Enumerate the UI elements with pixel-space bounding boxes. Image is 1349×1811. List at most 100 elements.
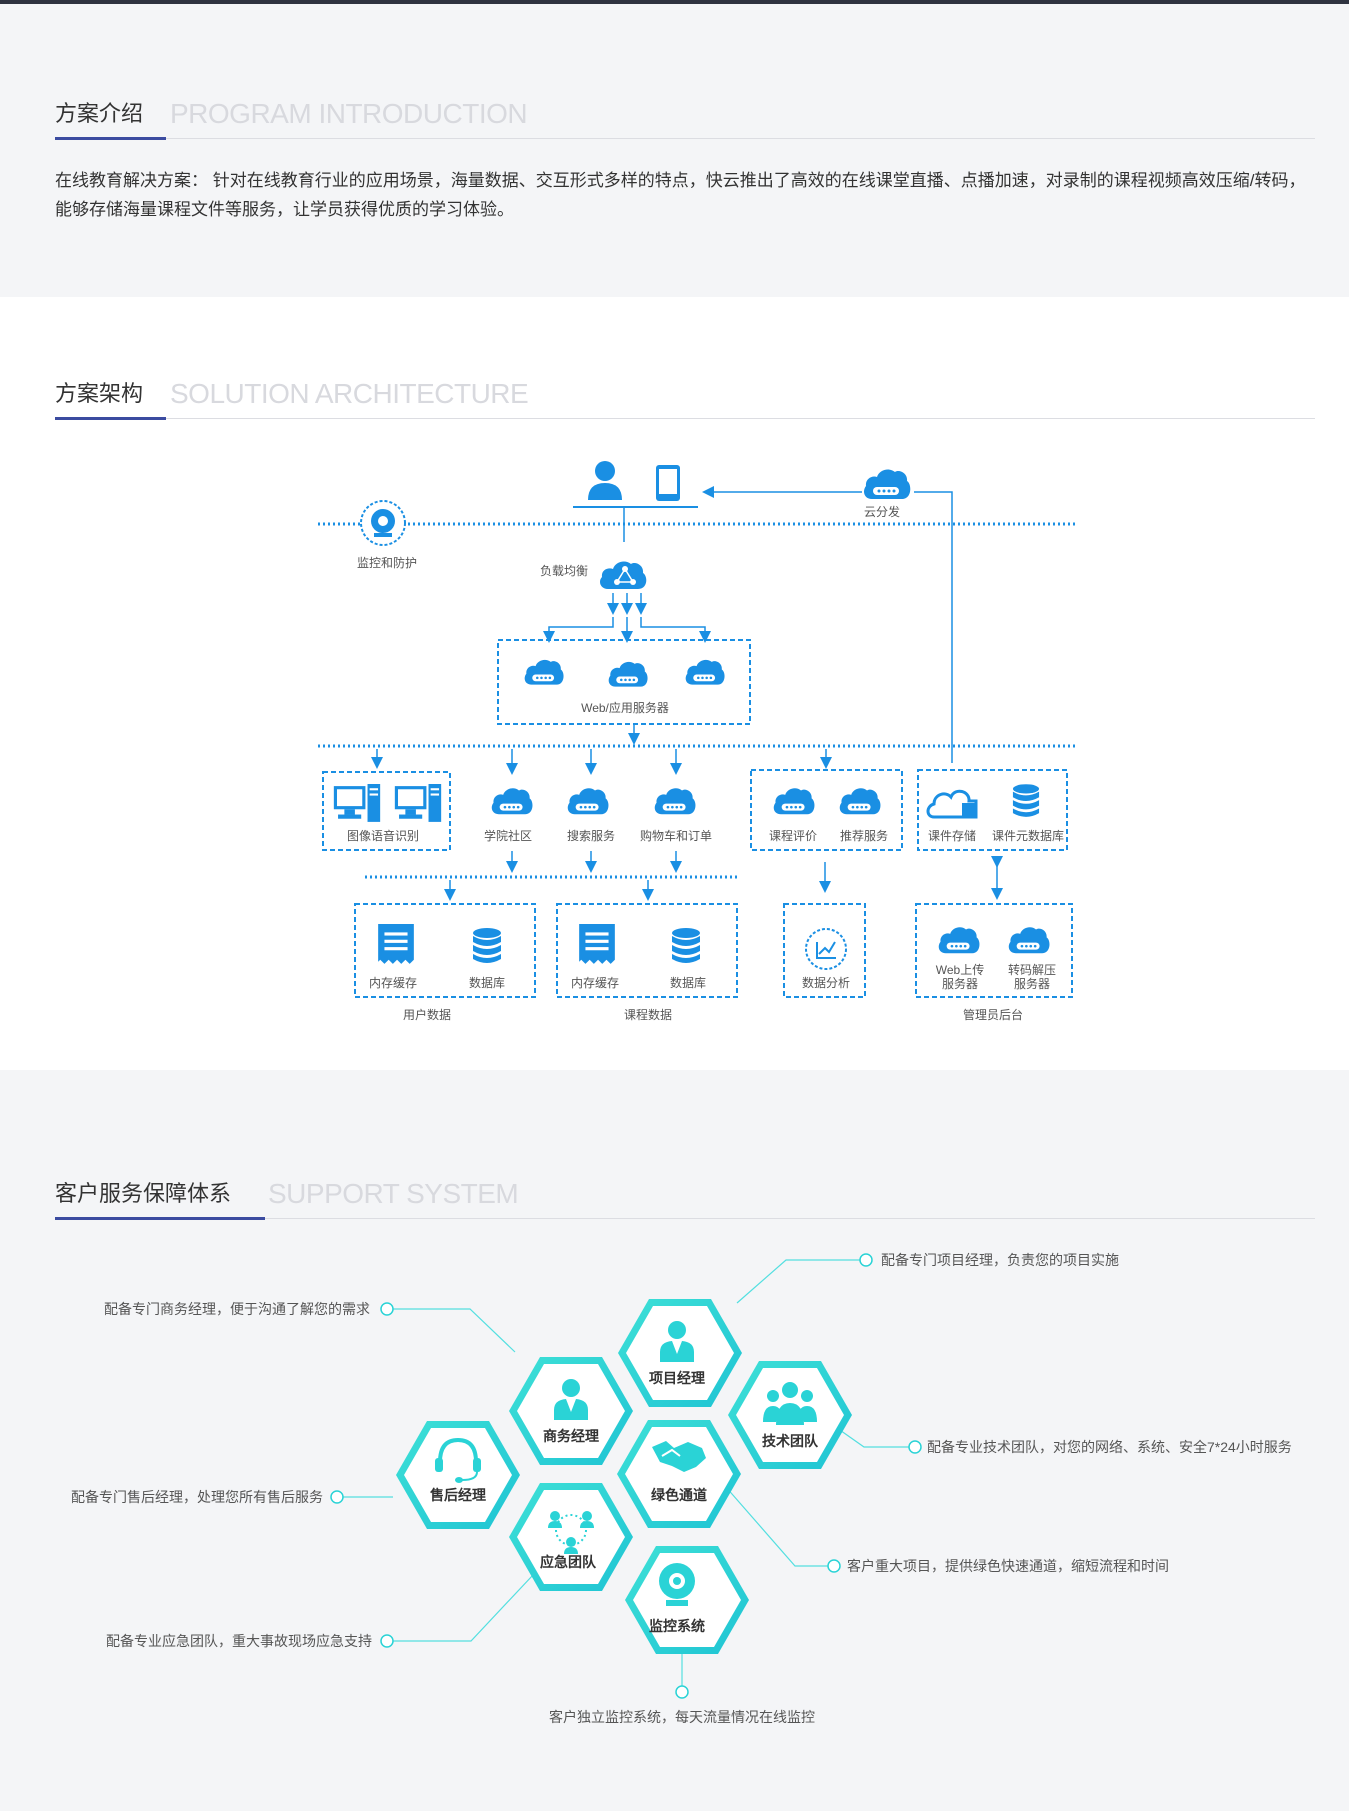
cart-cloud-icon bbox=[654, 788, 696, 815]
business-person-icon bbox=[554, 1379, 588, 1420]
search-cloud-icon bbox=[567, 788, 609, 815]
hex-monitor-system: 监控系统 bbox=[625, 1546, 749, 1654]
computer-icon bbox=[394, 784, 442, 822]
desc-business-manager: 配备专门商务经理，便于沟通了解您的需求 bbox=[104, 1301, 370, 1317]
web-server-icon bbox=[685, 659, 725, 685]
web-servers-label: Web/应用服务器 bbox=[581, 700, 669, 715]
section-title-cn: 客户服务保障体系 bbox=[55, 1181, 232, 1206]
support-system-section: 客户服务保障体系 SUPPORT SYSTEM bbox=[0, 1070, 1349, 1811]
desc-project-manager: 配备专门项目经理，负责您的项目实施 bbox=[881, 1252, 1119, 1268]
hex-label: 项目经理 bbox=[649, 1370, 705, 1386]
handshake-icon bbox=[652, 1441, 706, 1472]
courseware-storage-label: 课件存储 bbox=[928, 828, 976, 843]
monitor-label: 监控和防护 bbox=[357, 555, 417, 570]
section-title-cn: 方案架构 bbox=[55, 381, 144, 406]
section-title-en: SOLUTION ARCHITECTURE bbox=[170, 378, 529, 409]
web-upload-label-2: 服务器 bbox=[942, 976, 978, 991]
load-balancer-icon bbox=[600, 561, 647, 589]
database-label: 数据库 bbox=[670, 975, 706, 990]
image-voice-label: 图像语音识别 bbox=[347, 828, 419, 843]
hex-business-manager: 商务经理 bbox=[509, 1357, 633, 1465]
load-balance-label: 负载均衡 bbox=[540, 564, 588, 578]
section-header: 客户服务保障体系 SUPPORT SYSTEM bbox=[55, 1168, 1315, 1220]
hex-label: 技术团队 bbox=[762, 1433, 819, 1449]
transcode-label: 转码解压 bbox=[1008, 962, 1056, 977]
user-icon bbox=[588, 461, 622, 500]
hex-label: 售后经理 bbox=[429, 1487, 486, 1503]
memory-cache-icon bbox=[378, 924, 414, 964]
search-label: 搜索服务 bbox=[567, 828, 615, 843]
mobile-phone-icon bbox=[656, 465, 680, 501]
web-server-icon bbox=[608, 661, 648, 687]
transcode-label-2: 服务器 bbox=[1014, 976, 1050, 991]
chart-analysis-icon bbox=[805, 928, 847, 970]
mem-cache-label: 内存缓存 bbox=[571, 976, 619, 990]
section-header: 方案介绍 PROGRAM INTRODUCTION bbox=[55, 88, 1315, 140]
section-title-cn: 方案介绍 bbox=[55, 101, 144, 126]
courseware-meta-label: 课件元数据库 bbox=[992, 828, 1064, 843]
cloud-storage-icon bbox=[926, 789, 978, 819]
team-people-icon bbox=[763, 1382, 817, 1425]
course-eval-cloud-icon bbox=[773, 788, 815, 815]
section-title-en: SUPPORT SYSTEM bbox=[268, 1178, 519, 1209]
course-eval-box bbox=[750, 769, 903, 851]
intro-paragraph: 在线教育解决方案： 针对在线教育行业的应用场景，海量数据、交互形式多样的特点，快… bbox=[55, 171, 1306, 219]
hex-project-manager: 项目经理 bbox=[618, 1299, 742, 1407]
web-upload-cloud-icon bbox=[938, 927, 980, 954]
hex-label: 商务经理 bbox=[543, 1428, 599, 1444]
top-bar bbox=[0, 0, 1349, 4]
desc-after-sales: 配备专门售后经理，处理您所有售后服务 bbox=[71, 1489, 323, 1505]
data-analysis-box bbox=[783, 903, 866, 998]
user-data-box bbox=[354, 903, 536, 998]
section-title-en: PROGRAM INTRODUCTION bbox=[170, 98, 528, 129]
headset-icon bbox=[435, 1437, 481, 1483]
hex-label: 应急团队 bbox=[540, 1554, 597, 1570]
college-label: 学院社区 bbox=[484, 828, 532, 843]
courseware-box bbox=[917, 769, 1068, 851]
mem-cache-label: 内存缓存 bbox=[369, 976, 417, 990]
webcam-icon bbox=[659, 1563, 695, 1606]
hex-label: 监控系统 bbox=[649, 1618, 705, 1634]
hex-label: 绿色通道 bbox=[651, 1487, 707, 1503]
transcode-cloud-icon bbox=[1008, 927, 1050, 954]
web-upload-label: Web上传 bbox=[936, 962, 984, 977]
database-label: 数据库 bbox=[469, 975, 505, 990]
admin-backend-label: 管理员后台 bbox=[963, 1007, 1023, 1022]
cloud-distribution-label: 云分发 bbox=[864, 504, 900, 519]
desc-emergency-team: 配备专业应急团队，重大事故现场应急支持 bbox=[106, 1633, 372, 1649]
college-cloud-icon bbox=[491, 788, 533, 815]
section-header: 方案架构 SOLUTION ARCHITECTURE bbox=[55, 368, 1315, 420]
architecture-diagram: 云分发 监控和防护 负载均衡 Web/应用服务器 bbox=[318, 461, 1078, 1022]
database-icon bbox=[473, 928, 501, 963]
course-data-box bbox=[556, 903, 738, 998]
cart-label: 购物车和订单 bbox=[640, 828, 712, 843]
desc-green-channel: 客户重大项目，提供绿色快速通道，缩短流程和时间 bbox=[847, 1558, 1169, 1574]
support-hexagon-diagram: 项目经理 商务经理 技术团队 bbox=[71, 1252, 1292, 1725]
recommend-label: 推荐服务 bbox=[840, 828, 888, 843]
computer-icon bbox=[333, 784, 381, 822]
program-introduction-section: 方案介绍 PROGRAM INTRODUCTION 在线教育解决方案： 针对在线… bbox=[0, 4, 1349, 297]
section-title-underline bbox=[55, 1217, 265, 1220]
database-icon bbox=[672, 928, 700, 963]
emergency-team-icon bbox=[548, 1511, 594, 1554]
course-data-label: 课程数据 bbox=[624, 1007, 672, 1022]
cloud-distribution-icon bbox=[864, 469, 911, 499]
hex-emergency-team: 应急团队 bbox=[509, 1483, 633, 1591]
admin-backend-box bbox=[915, 903, 1073, 998]
hex-tech-team: 技术团队 bbox=[728, 1361, 852, 1469]
solution-architecture-section: 方案架构 SOLUTION ARCHITECTURE bbox=[0, 297, 1349, 1070]
data-analysis-label: 数据分析 bbox=[802, 975, 850, 990]
connector-lines bbox=[337, 1259, 912, 1690]
image-voice-box bbox=[322, 771, 451, 851]
hex-after-sales: 售后经理 bbox=[396, 1421, 520, 1529]
camera-monitor-icon bbox=[360, 500, 406, 546]
desc-monitor-system: 客户独立监控系统，每天流量情况在线监控 bbox=[549, 1709, 815, 1725]
section-title-underline bbox=[55, 417, 166, 420]
user-data-label: 用户数据 bbox=[403, 1007, 451, 1022]
manager-person-icon bbox=[660, 1321, 694, 1362]
section-title-underline bbox=[55, 137, 166, 140]
memory-cache-icon bbox=[579, 924, 615, 964]
hex-green-channel: 绿色通道 bbox=[617, 1420, 741, 1528]
recommend-cloud-icon bbox=[839, 788, 881, 815]
web-server-icon bbox=[524, 659, 564, 685]
